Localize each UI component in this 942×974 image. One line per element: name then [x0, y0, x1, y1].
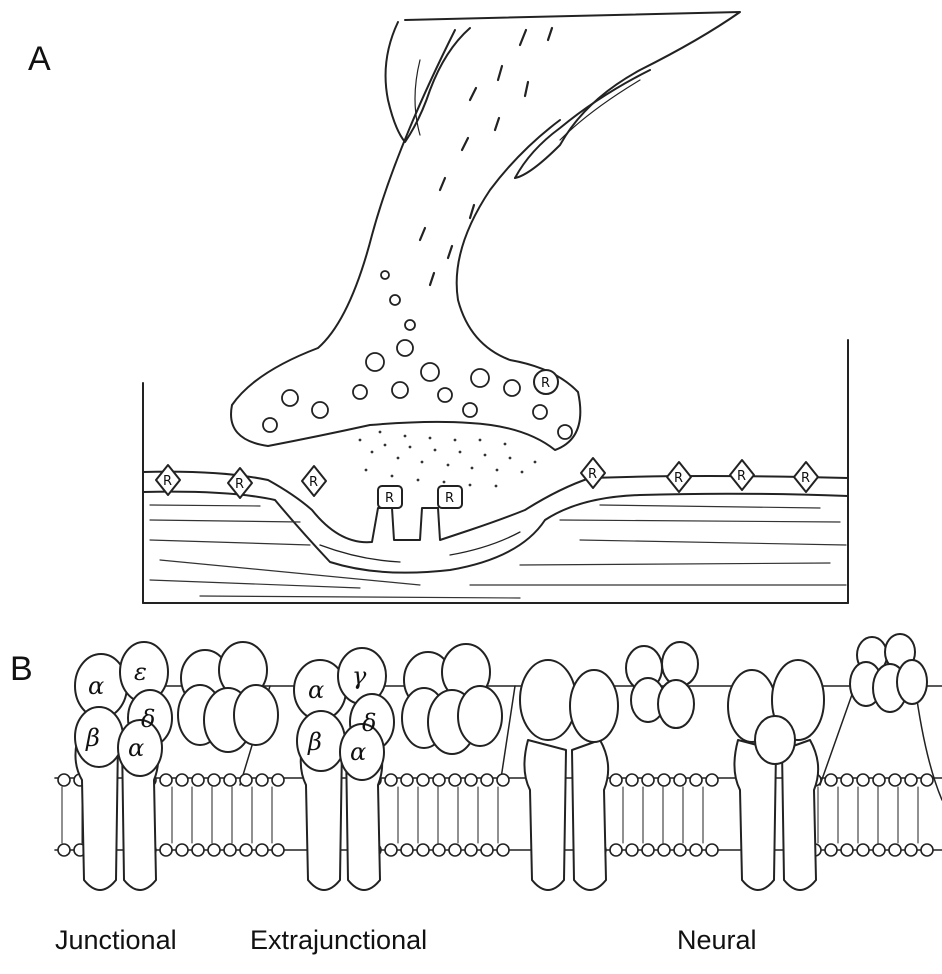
- svg-text:R: R: [309, 475, 318, 490]
- svg-text:δ: δ: [141, 705, 155, 733]
- svg-text:α: α: [88, 672, 104, 700]
- synaptic-vesicles: [263, 271, 572, 439]
- extrajunctional-receptor-top-view: [402, 644, 502, 754]
- svg-text:R: R: [541, 376, 550, 391]
- junctional-receptor-top-view: [178, 642, 278, 752]
- svg-text:R: R: [674, 471, 683, 486]
- svg-text:γ: γ: [352, 662, 367, 690]
- svg-text:R: R: [445, 491, 454, 506]
- neural-receptor-2: [728, 660, 824, 890]
- caption-junctional: Junctional: [55, 925, 177, 956]
- myelin-sheath: [405, 12, 740, 178]
- junctional-receptors: R R R: [378, 370, 558, 508]
- svg-text:α: α: [308, 676, 324, 704]
- svg-text:ε: ε: [134, 658, 147, 686]
- panel-a-diagram: R R R R R R R R R R: [143, 12, 848, 603]
- svg-text:R: R: [385, 491, 394, 506]
- svg-text:R: R: [801, 471, 810, 486]
- svg-text:β: β: [85, 724, 100, 752]
- neural-receptor-top-view-2: [850, 634, 927, 712]
- nerve-terminal: [231, 30, 580, 450]
- caption-extrajunctional: Extrajunctional: [250, 925, 427, 956]
- caption-neural: Neural: [677, 925, 757, 956]
- junctional-receptor: α ε δ β α: [75, 642, 172, 890]
- extrajunctional-receptor: α γ δ β α: [294, 648, 394, 890]
- svg-text:β: β: [307, 728, 322, 756]
- svg-text:α: α: [128, 734, 144, 762]
- neural-receptor-top-view-1: [626, 642, 698, 728]
- svg-text:R: R: [588, 467, 597, 482]
- svg-text:R: R: [235, 477, 244, 492]
- svg-text:R: R: [163, 474, 172, 489]
- svg-text:R: R: [737, 469, 746, 484]
- myelin-sheath-left: [386, 22, 470, 142]
- svg-text:α: α: [350, 738, 366, 766]
- muscle-fibres: [150, 505, 846, 598]
- svg-text:δ: δ: [362, 709, 376, 737]
- cleft-stipple: [359, 431, 537, 488]
- neural-receptor-1: [520, 660, 618, 890]
- panel-b-diagram: α ε δ β α α: [55, 634, 942, 890]
